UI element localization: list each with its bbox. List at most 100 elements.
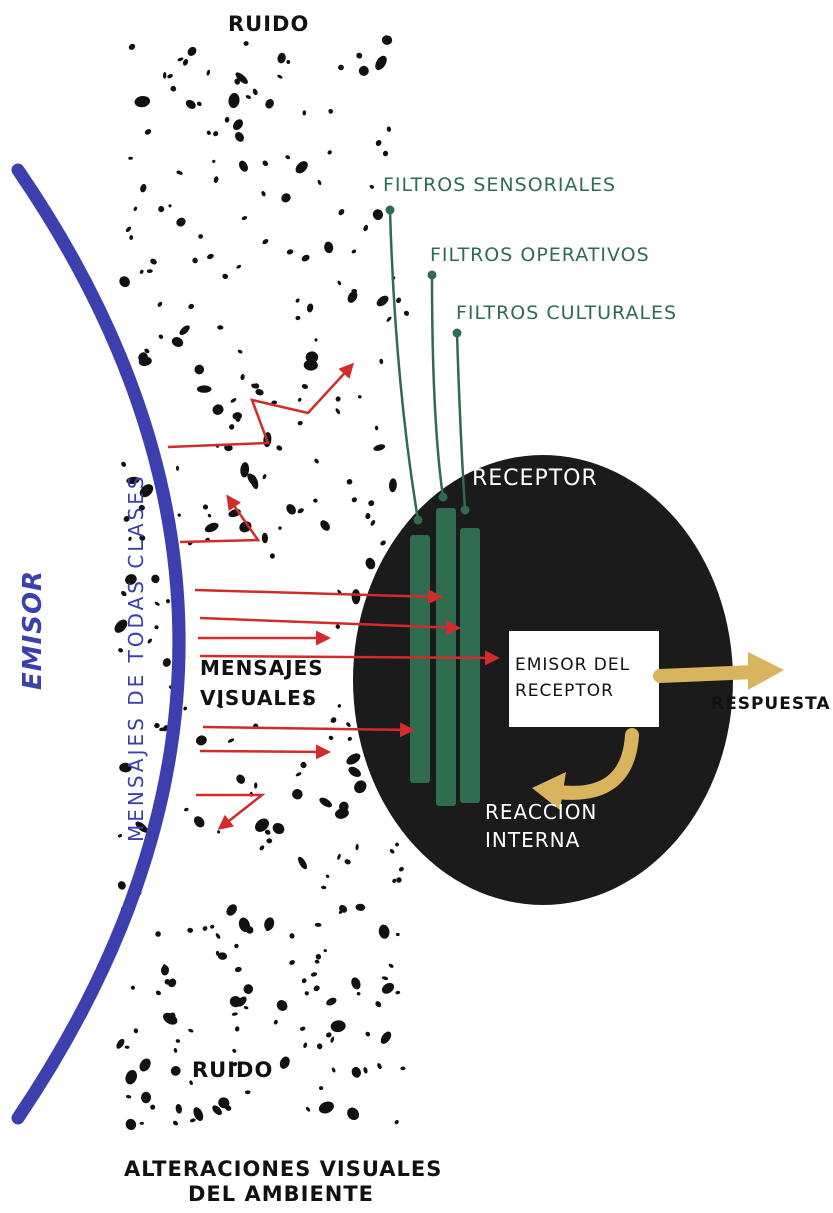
noise-dot [351, 977, 361, 990]
noise-dot [232, 1048, 237, 1053]
noise-dot [195, 735, 207, 746]
noise-dot [320, 520, 330, 531]
noise-dot [125, 1118, 137, 1130]
noise-dot [319, 797, 333, 808]
noise-dot [403, 310, 410, 316]
noise-dot [347, 736, 352, 741]
noise-dot [382, 150, 389, 157]
noise-dot [276, 1000, 288, 1011]
noise-dot [319, 1086, 324, 1091]
noise-dot [386, 316, 392, 322]
noise-dot [234, 1026, 240, 1032]
noise-dot [372, 209, 384, 220]
noise-dot [217, 952, 228, 960]
noise-dot [202, 504, 209, 510]
noise-dot [253, 782, 258, 789]
emisor-del-receptor-label-2: RECEPTOR [515, 681, 614, 701]
noise-dot [348, 766, 361, 778]
noise-dot [351, 249, 357, 254]
noise-dot [313, 498, 318, 503]
noise-dot [241, 216, 248, 221]
noise-dot [157, 301, 163, 307]
noise-dot [262, 474, 267, 480]
noise-dot [261, 190, 266, 197]
noise-dot [388, 478, 397, 493]
noise-dot [236, 774, 246, 784]
noise-dot [194, 364, 205, 375]
noise-dot [150, 1104, 156, 1110]
noise-dot [286, 249, 294, 255]
arrow-message-1 [194, 588, 443, 605]
noise-dot [265, 99, 274, 109]
noise-dot [277, 74, 283, 79]
noise-dot [213, 131, 219, 137]
noise-dot [226, 904, 237, 916]
noise-dot [265, 925, 271, 932]
noise-dot [380, 1031, 392, 1044]
noise-dot [234, 943, 239, 949]
noise-dot [299, 1026, 306, 1031]
noise-dot [182, 58, 189, 66]
noise-dot [172, 1120, 179, 1126]
noise-dot [392, 878, 397, 883]
noise-dot [212, 1105, 222, 1116]
noise-dot [177, 513, 181, 517]
noise-dot [344, 859, 351, 865]
receptor-label: RECEPTOR [472, 466, 598, 491]
mensajes-todas-clases-label: MENSAJES DE TODAS CLASES [124, 473, 148, 842]
noise-dot [386, 126, 392, 132]
noise-dot [217, 325, 224, 330]
noise-dot [230, 398, 237, 403]
mensajes-visuales-label-1: MENSAJES [200, 656, 324, 680]
noise-dot [170, 1065, 181, 1076]
alteraciones-label-1: ALTERACIONES VISUALES [124, 1157, 443, 1181]
noise-dot [176, 170, 182, 175]
noise-dot [356, 52, 363, 59]
noise-dot [232, 119, 244, 131]
noise-dot [264, 917, 275, 931]
noise-dot [324, 241, 334, 254]
noise-dot [351, 497, 357, 503]
noise-dot [363, 224, 369, 232]
noise-dot [279, 1056, 290, 1069]
noise-dot [272, 822, 285, 835]
noise-dot [335, 624, 341, 629]
noise-dot [116, 1038, 125, 1049]
noise-dot [147, 638, 153, 644]
noise-dot [189, 1118, 196, 1123]
filtros-culturales-label: FILTROS CULTURALES [456, 302, 678, 324]
ruido-bottom-label: RUIDO [192, 1058, 274, 1082]
noise-dot [306, 303, 314, 313]
noise-dot [365, 557, 376, 570]
noise-dot [389, 849, 395, 854]
noise-dot [140, 1091, 152, 1104]
noise-dot [259, 845, 265, 851]
noise-dot [326, 997, 337, 1006]
filtros-operativos-label: FILTROS OPERATIVOS [430, 244, 650, 266]
noise-dot [167, 978, 177, 988]
noise-dot [151, 574, 160, 584]
noise-dot [286, 60, 291, 64]
noise-dot [234, 78, 240, 85]
filter-bar-culturales [460, 528, 480, 803]
noise-dot [229, 424, 235, 430]
noise-dot [289, 933, 295, 939]
noise-dot [193, 816, 205, 828]
noise-dot [271, 400, 278, 405]
noise-dot [235, 132, 244, 142]
noise-dot [347, 291, 358, 303]
noise-dot [139, 1058, 151, 1072]
noise-dot [235, 72, 248, 84]
noise-dot [355, 843, 359, 851]
noise-dot [187, 927, 194, 933]
noise-dot [262, 239, 269, 245]
noise-dot [297, 397, 302, 402]
noise-dot [346, 722, 351, 727]
noise-dot [124, 1045, 130, 1049]
noise-dot [162, 72, 167, 79]
noise-dot [134, 95, 151, 108]
noise-dot [117, 881, 126, 890]
noise-dot [337, 280, 342, 286]
noise-dot [245, 95, 252, 99]
noise-dot [395, 932, 400, 937]
